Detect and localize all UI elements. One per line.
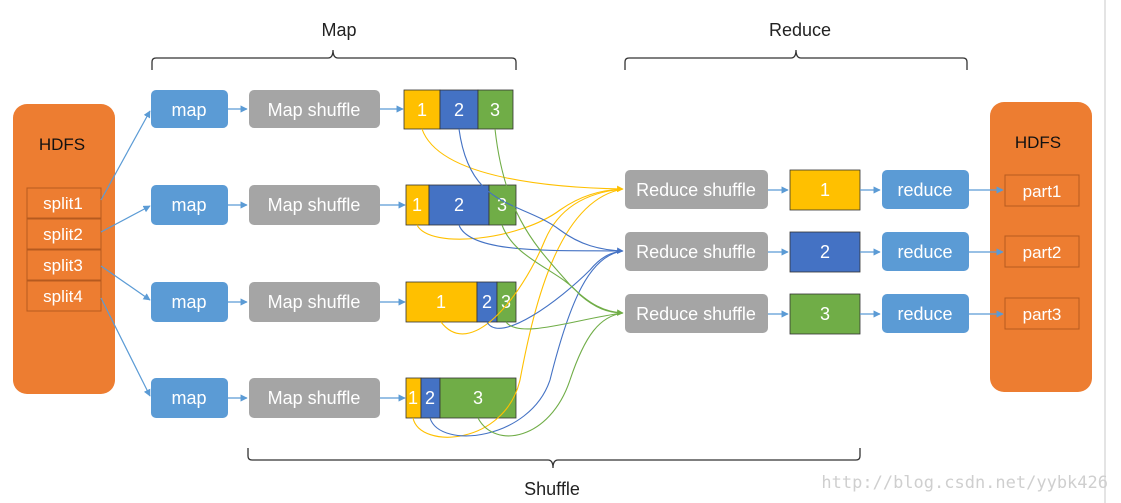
partition-segment-3: [439, 377, 517, 419]
reduce-task-box: [882, 294, 969, 333]
shuffle-phase-brace: [247, 448, 861, 469]
partition-segment-2: [439, 89, 479, 130]
map-task-label: map: [171, 195, 206, 215]
shuffle-phase-title: Shuffle: [524, 479, 580, 499]
reduce-partition-label: 1: [820, 180, 830, 200]
hdfs-input-block: HDFS split1 split2 split3 split4: [13, 104, 115, 394]
partition-segment-label: 1: [412, 195, 422, 215]
part-label: part3: [1023, 305, 1062, 324]
map-shuffle-box: [249, 90, 380, 128]
partition-segment-1: [405, 281, 478, 323]
map-task-label: map: [171, 292, 206, 312]
partition-segment-label: 1: [436, 292, 446, 312]
reduce-partition-label: 2: [820, 242, 830, 262]
reduce-partition-label: 3: [820, 304, 830, 324]
part-label: part2: [1023, 243, 1062, 262]
map-row: map Map shuffle 1 2 3: [151, 377, 517, 419]
partition-segment-label: 2: [425, 388, 435, 408]
map-task-label: map: [171, 100, 206, 120]
map-task-box: [151, 90, 228, 128]
hdfs-input-title: HDFS: [39, 135, 85, 154]
part-box: [1004, 235, 1080, 268]
shuffle-curves-partition-1: [412, 128, 624, 438]
partition-segment-label: 3: [473, 388, 483, 408]
reduce-phase-title: Reduce: [769, 20, 831, 40]
map-row: map Map shuffle 1 2 3: [151, 89, 514, 130]
part-box: [1004, 297, 1080, 330]
map-shuffle-box: [249, 282, 380, 322]
split-box: [26, 187, 102, 219]
map-shuffle-label: Map shuffle: [268, 292, 361, 312]
partition-segment-label: 2: [482, 292, 492, 312]
partition-segment-label: 2: [454, 100, 464, 120]
shuffle-curves-partition-3: [477, 128, 624, 437]
split-label: split2: [43, 225, 83, 244]
partition-segment-label: 1: [417, 100, 427, 120]
reduce-task-label: reduce: [897, 242, 952, 262]
split-box: [26, 280, 102, 312]
reduce-task-label: reduce: [897, 180, 952, 200]
reduce-task-box: [882, 170, 969, 209]
reduce-task-box: [882, 232, 969, 271]
reduce-phase-brace: [624, 49, 968, 70]
map-shuffle-label: Map shuffle: [268, 100, 361, 120]
map-row: map Map shuffle 1 2 3: [151, 184, 517, 226]
part-label: part1: [1023, 182, 1062, 201]
reduce-row: Reduce shuffle 1 reduce: [625, 169, 1004, 211]
map-phase-brace: [151, 49, 517, 70]
partition-segment-label: 3: [490, 100, 500, 120]
split-label: split3: [43, 256, 83, 275]
watermark-url: http://blog.csdn.net/yybk426: [821, 473, 1108, 493]
map-task-box: [151, 282, 228, 322]
reduce-partition-box-3: [789, 293, 861, 335]
partition-segment-3: [477, 89, 514, 130]
map-task-box: [151, 378, 228, 418]
part-box: [1004, 174, 1080, 207]
hdfs-output-block: HDFS part1 part2 part3: [990, 102, 1092, 392]
reduce-partition-box-2: [789, 231, 861, 273]
reduce-row: Reduce shuffle 2 reduce: [625, 231, 1004, 273]
partition-segment-label: 3: [497, 195, 507, 215]
hdfs-output-title: HDFS: [1015, 133, 1061, 152]
map-phase-title: Map: [321, 20, 356, 40]
map-row: map Map shuffle 1 2 3: [151, 281, 517, 323]
partition-segment-label: 1: [408, 388, 418, 408]
split-to-map-connectors: [100, 110, 151, 397]
reduce-partition-box-1: [789, 169, 861, 211]
reduce-task-label: reduce: [897, 304, 952, 324]
map-shuffle-label: Map shuffle: [268, 195, 361, 215]
partition-segment-label: 2: [454, 195, 464, 215]
map-task-box: [151, 185, 228, 225]
reduce-shuffle-label: Reduce shuffle: [636, 242, 756, 262]
reduce-shuffle-box: [625, 232, 768, 271]
split-label: split4: [43, 287, 83, 306]
map-shuffle-label: Map shuffle: [268, 388, 361, 408]
reduce-shuffle-label: Reduce shuffle: [636, 304, 756, 324]
reduce-shuffle-box: [625, 170, 768, 209]
map-task-label: map: [171, 388, 206, 408]
split-box: [26, 218, 102, 250]
partition-segment-2: [428, 184, 490, 226]
shuffle-curves-partition-2: [429, 128, 624, 437]
split-box: [26, 249, 102, 281]
reduce-row: Reduce shuffle 3 reduce: [625, 293, 1004, 335]
reduce-shuffle-box: [625, 294, 768, 333]
reduce-shuffle-label: Reduce shuffle: [636, 180, 756, 200]
partition-segment-label: 3: [501, 292, 511, 312]
map-shuffle-box: [249, 185, 380, 225]
map-shuffle-box: [249, 378, 380, 418]
split-label: split1: [43, 194, 83, 213]
